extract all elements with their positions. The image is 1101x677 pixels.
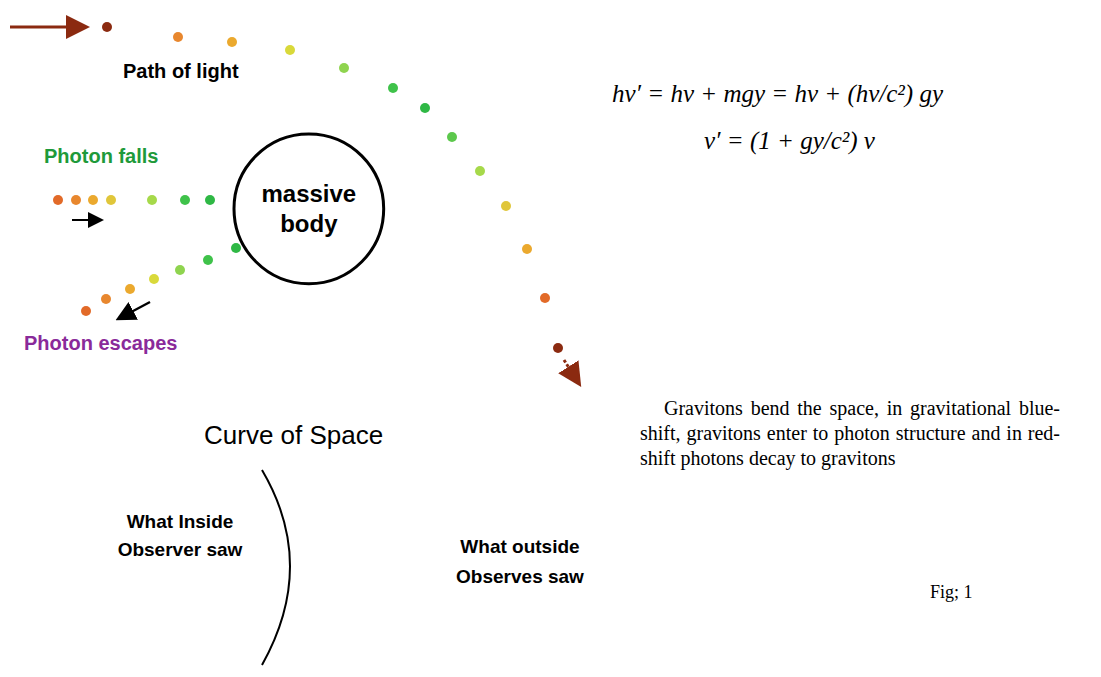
falling-photon-dots bbox=[53, 195, 215, 205]
path-label: Path of light bbox=[123, 60, 239, 83]
equation: v′ = (1 + gy/c²) v bbox=[704, 127, 875, 155]
observer-label: What outside Observes saw bbox=[420, 532, 620, 592]
photon-falls-label: Photon falls bbox=[44, 145, 158, 168]
figure-caption: Fig; 1 bbox=[930, 582, 973, 603]
curve-label: Curve of Space bbox=[204, 420, 383, 451]
light-path-dots bbox=[102, 22, 563, 353]
explanation-note: Gravitons bend the space, in gravitation… bbox=[640, 396, 1060, 471]
circle-outline bbox=[232, 132, 386, 286]
space-curve bbox=[262, 470, 290, 665]
observer-label: What Inside Observer saw bbox=[100, 508, 260, 564]
photon-escapes-label: Photon escapes bbox=[24, 332, 177, 355]
massive-body-circle: massive body bbox=[232, 132, 386, 286]
escaping-photon-dots bbox=[81, 243, 241, 316]
node-text: massive body bbox=[256, 179, 362, 239]
equation: hv′ = hv + mgy = hv + (hv/c²) gy bbox=[612, 80, 943, 108]
